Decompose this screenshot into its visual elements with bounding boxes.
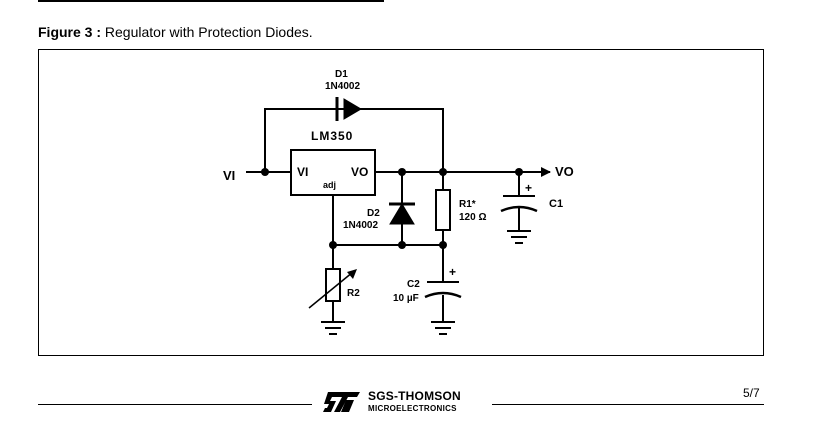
header-rule <box>38 0 384 2</box>
footer-rule-left <box>38 404 312 405</box>
figure-frame: VI VO LM350 VI VO adj D1 1N4002 D2 1N400… <box>38 49 764 356</box>
d2-diode-symbol <box>389 202 415 225</box>
regulator-pin-out: VO <box>351 165 368 179</box>
brand-name: SGS-THOMSON <box>368 389 461 403</box>
figure-title: Figure 3 : Regulator with Protection Dio… <box>38 24 313 40</box>
regulator-schematic: VI VO LM350 VI VO adj D1 1N4002 D2 1N400… <box>223 69 574 335</box>
st-logo-icon <box>323 392 360 412</box>
ground-symbol-r2 <box>321 321 345 335</box>
d2-part: 1N4002 <box>343 220 378 231</box>
r1-resistor-symbol <box>435 189 451 231</box>
regulator-part: LM350 <box>311 129 353 143</box>
figure-label: Figure 3 : <box>38 24 102 40</box>
r1-ref: R1* <box>459 199 476 210</box>
regulator-pin-in: VI <box>297 165 308 179</box>
c1-capacitor-symbol <box>500 195 538 213</box>
c1-ref: C1 <box>549 198 563 210</box>
figure-caption: Regulator with Protection Diodes. <box>104 24 313 40</box>
ground-symbol-c1 <box>507 230 531 244</box>
c2-value: 10 µF <box>393 293 419 304</box>
r2-ref: R2 <box>347 288 360 299</box>
r2-resistor-symbol <box>308 268 357 309</box>
sgs-thomson-logo: SGS-THOMSON MICROELECTRONICS <box>322 388 492 418</box>
output-label: VO <box>555 164 574 179</box>
c2-capacitor-symbol <box>424 281 462 299</box>
r1-value: 120 Ω <box>459 212 486 223</box>
c2-polarity: + <box>449 265 456 279</box>
ground-symbol-c2 <box>431 321 455 335</box>
regulator-body <box>290 149 376 196</box>
d2-ref: D2 <box>367 208 380 219</box>
d1-ref: D1 <box>335 69 348 80</box>
d1-diode-symbol <box>335 97 362 121</box>
regulator-pin-adj: adj <box>323 180 336 190</box>
footer-rule-right <box>492 404 764 405</box>
c1-polarity: + <box>525 181 532 195</box>
brand-subtitle: MICROELECTRONICS <box>368 404 457 413</box>
junction-dots <box>261 168 523 249</box>
d1-part: 1N4002 <box>325 81 360 92</box>
output-arrow <box>541 167 551 177</box>
c2-ref: C2 <box>407 279 420 290</box>
page-number: 5/7 <box>743 386 760 400</box>
input-label: VI <box>223 168 235 183</box>
